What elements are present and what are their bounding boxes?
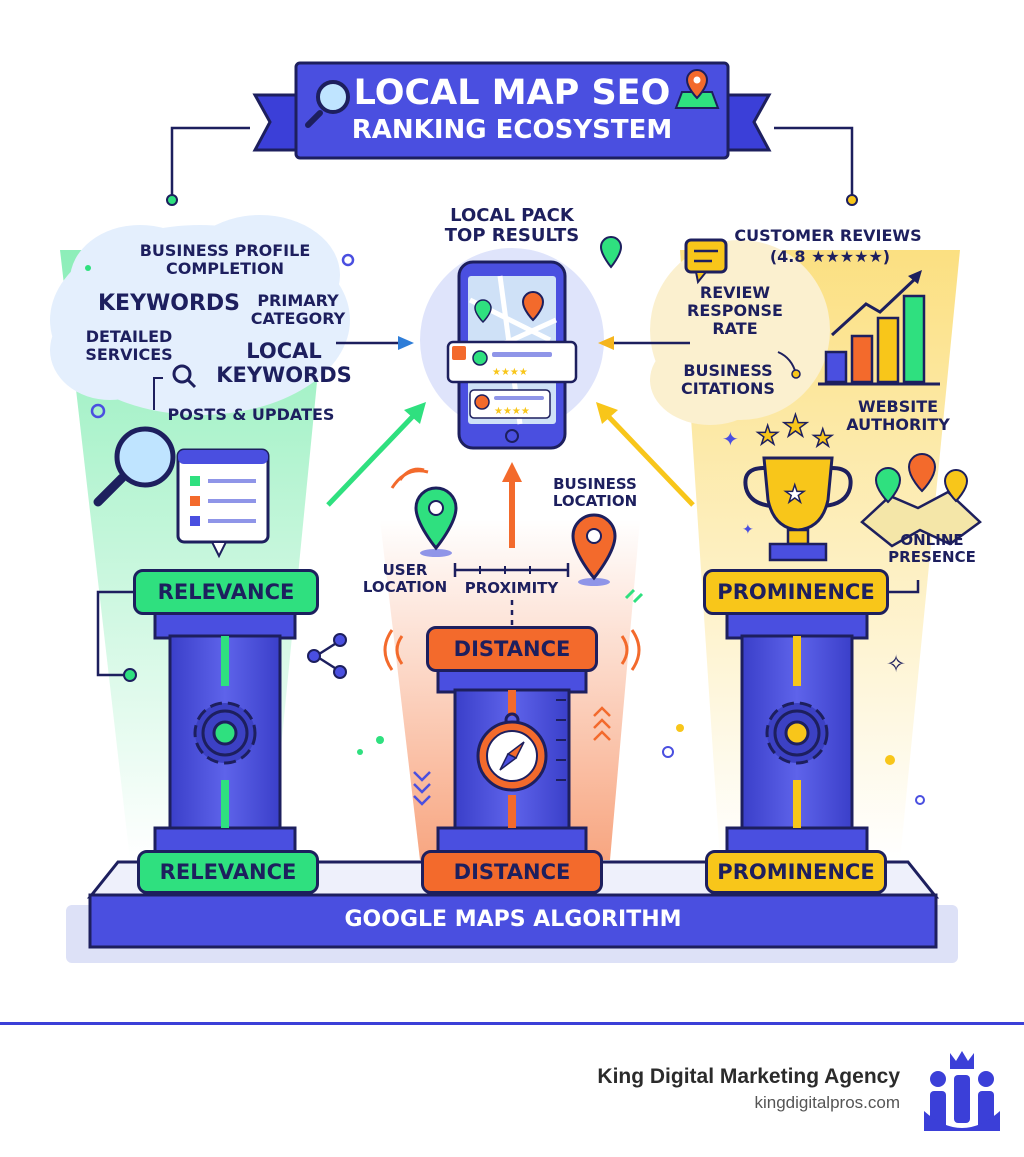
distance-pillar-label: DISTANCE: [426, 626, 598, 672]
relevance-cloud: [50, 215, 350, 415]
online-presence-label: ONLINE PRESENCE: [888, 531, 976, 566]
compass-icon: [476, 712, 548, 792]
agency-name: King Digital Marketing Agency: [597, 1065, 900, 1088]
title-line-2: RANKING ECOSYSTEM: [351, 115, 673, 145]
business-citations-label: BUSINESS CITATIONS: [681, 361, 775, 398]
user-location-pin-icon: [414, 486, 458, 557]
primary-category-label: PRIMARY CATEGORY: [250, 291, 346, 328]
svg-text:★★★★: ★★★★: [492, 367, 528, 378]
agency-url[interactable]: kingdigitalpros.com: [754, 1093, 900, 1112]
posts-updates-label: POSTS & UPDATES: [167, 405, 335, 424]
relevance-pillar-label: RELEVANCE: [133, 569, 319, 615]
title-line-1: LOCAL MAP SEO: [353, 73, 671, 113]
business-location-pin-icon: [571, 513, 617, 586]
svg-text:✦: ✦: [722, 427, 739, 451]
proximity-ruler: [453, 563, 570, 625]
website-authority-label: WEBSITE AUTHORITY: [846, 397, 950, 434]
trophy-icon: ★ ★ ★ ★: [743, 408, 853, 562]
profile-card-icon: [176, 448, 270, 559]
prominence-cloud: [650, 240, 830, 425]
gear-icon-prominence: [765, 701, 829, 765]
business-location-label: BUSINESS LOCATION: [552, 475, 638, 510]
map-pin-icon: [674, 68, 720, 109]
user-location-label: USER LOCATION: [362, 561, 448, 596]
crown-logo-icon: [924, 1051, 1000, 1131]
prominence-arrow: [598, 336, 690, 350]
local-pack-label: LOCAL PACK TOP RESULTS: [444, 205, 580, 247]
orange-up-arrow: [502, 462, 522, 548]
review-bubble-icon: [684, 238, 728, 285]
gear-icon: [193, 701, 257, 765]
prominence-pillar: [725, 608, 869, 856]
detailed-services-label: DETAILED SERVICES: [85, 327, 173, 364]
green-diagonal-arrow: [326, 402, 426, 507]
svg-text:★: ★: [812, 424, 834, 452]
relevance-base-label: RELEVANCE: [137, 850, 319, 894]
business-profile-label: BUSINESS PROFILE COMPLETION: [139, 241, 311, 278]
svg-text:★★★★: ★★★★: [494, 406, 530, 417]
customer-reviews-label: CUSTOMER REVIEWS: [734, 226, 922, 245]
review-response-label: REVIEW RESPONSE RATE: [687, 283, 783, 338]
smartphone-icon: ★★★★ ★★★★: [446, 260, 578, 450]
small-pin-icon: [599, 235, 623, 269]
proximity-label: PROXIMITY: [464, 579, 559, 597]
local-keywords-label: LOCAL KEYWORDS: [216, 339, 352, 387]
keywords-label: KEYWORDS: [98, 291, 241, 316]
search-magnifier-icon: [93, 426, 176, 507]
title-banner: [252, 61, 772, 160]
svg-text:★: ★: [784, 480, 806, 508]
yellow-diagonal-arrow: [596, 402, 695, 507]
svg-text:✧: ✧: [886, 650, 906, 678]
folded-map-icon: [860, 452, 982, 548]
svg-text:✦: ✦: [742, 522, 754, 538]
algorithm-label: GOOGLE MAPS ALGORITHM: [344, 907, 682, 932]
footer: King Digital Marketing Agency kingdigita…: [0, 1022, 1024, 1157]
relevance-arrow: [336, 336, 414, 350]
bar-chart-icon: [818, 270, 940, 386]
rating-label: (4.8 ★★★★★): [769, 247, 891, 266]
small-search-icon: [172, 364, 197, 389]
magnifier-icon: [305, 80, 350, 128]
distance-base-label: DISTANCE: [421, 850, 603, 894]
share-icon: [307, 633, 347, 679]
svg-text:★: ★: [782, 409, 809, 444]
prominence-base-label: PROMINENCE: [705, 850, 887, 894]
prominence-pillar-label: PROMINENCE: [703, 569, 889, 615]
svg-text:★: ★: [756, 421, 779, 451]
